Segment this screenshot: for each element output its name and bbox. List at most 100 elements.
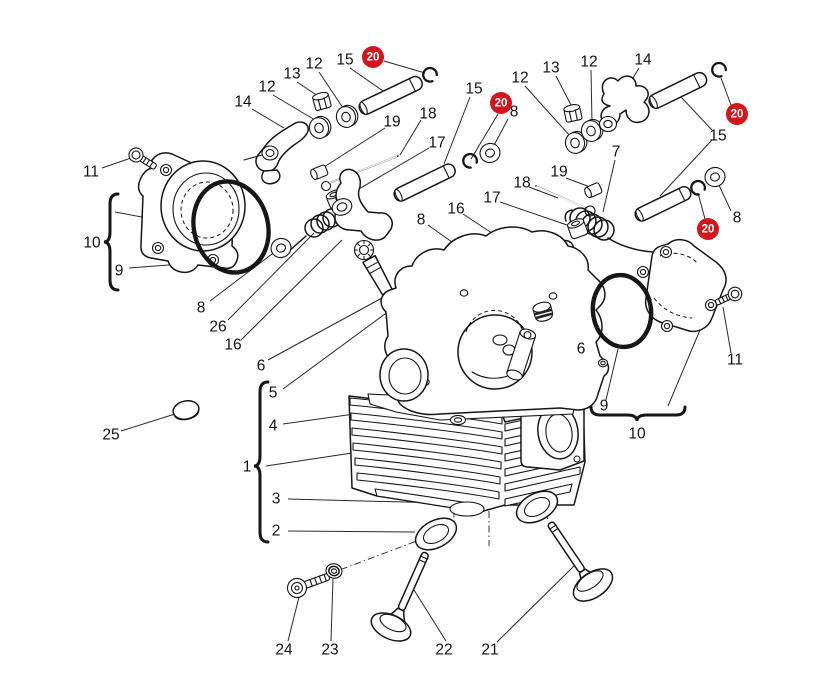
hairpin-rod-18-right: [535, 185, 596, 217]
part-number-12: 12: [511, 70, 528, 87]
part-number-24: 24: [275, 642, 293, 659]
leader-line-2: [287, 530, 416, 533]
leader-line-11: [101, 156, 135, 169]
part-number-12: 12: [305, 56, 322, 73]
leader-line-13: [296, 81, 319, 97]
leader-line-21: [496, 562, 578, 643]
part-number-12: 12: [258, 79, 275, 96]
part-number-14: 14: [634, 52, 652, 69]
hotspot-leader-line: [720, 77, 732, 106]
part-number-18: 18: [513, 175, 530, 192]
part-number-12: 12: [580, 54, 597, 71]
part-number-3: 3: [272, 491, 281, 508]
hotspot-badge-circle[interactable]: [362, 46, 384, 68]
leader-line-12: [590, 69, 593, 124]
leader-line-18: [399, 119, 422, 156]
part-number-10: 10: [628, 426, 646, 443]
hotspot-badge-20[interactable]: 20: [697, 218, 719, 240]
leader-line-9: [605, 348, 619, 401]
leader-line-24: [287, 596, 300, 642]
part-number-8: 8: [197, 300, 206, 317]
part-number-17: 17: [428, 135, 445, 152]
leader-line-22: [413, 589, 447, 642]
part-number-14: 14: [234, 94, 252, 111]
part-number-17: 17: [483, 190, 500, 207]
part-number-1: 1: [243, 459, 252, 476]
leader-line-15: [659, 139, 713, 197]
leader-line-23: [330, 578, 334, 642]
hotspot-badge-20[interactable]: 20: [362, 46, 384, 68]
hotspot-badges-layer: 20 20 20 20: [362, 46, 748, 240]
valve-22-face: [379, 613, 407, 633]
group-leader-line: [667, 329, 701, 407]
valve-21-face: [576, 570, 604, 592]
part-number-6: 6: [577, 341, 586, 358]
rocker-shaft-mid-right: [634, 185, 692, 222]
bearing-cover-left: [137, 152, 246, 274]
leader-line-15: [349, 67, 387, 94]
seal-ring-3: [515, 490, 559, 524]
bearing-cover-right: [636, 238, 727, 333]
part-number-16: 16: [224, 337, 241, 354]
part-number-19: 19: [383, 114, 400, 131]
part-number-16: 16: [447, 201, 464, 218]
leader-line-8: [209, 250, 277, 302]
part-number-22: 22: [435, 642, 452, 659]
pivot-17-right: [566, 218, 589, 240]
part-number-5: 5: [269, 385, 278, 402]
leader-line-12: [272, 94, 316, 121]
leader-line-12: [524, 85, 571, 137]
hotspot-badge-label: 20: [367, 52, 380, 64]
part-number-15: 15: [465, 81, 482, 98]
bolt-24: [286, 573, 330, 599]
camshaft-box-casting: [379, 226, 610, 416]
brace-group-10-left: [103, 192, 120, 292]
leader-line-19: [565, 177, 591, 188]
hotspot-leader-line: [470, 113, 499, 160]
hotspot-badge-circle[interactable]: [490, 92, 512, 114]
cover-screw-left: [128, 147, 157, 170]
leader-line-11: [722, 306, 732, 354]
hotspot-leader-line: [383, 60, 426, 74]
leader-line-13: [555, 75, 572, 106]
rocker-shaft-top-right: [648, 71, 708, 110]
head-stud-hole: [449, 414, 467, 426]
rocker-arm-top-left: [243, 121, 309, 185]
leader-line-12: [318, 71, 344, 109]
leader-line-18: [528, 186, 559, 199]
part-number-4: 4: [269, 418, 278, 435]
hotspot-badge-label: 20: [495, 98, 508, 110]
seal-ring-2: [414, 517, 458, 551]
brace-group-1: [253, 380, 270, 544]
rocker-arm-top-right: [598, 75, 650, 133]
leader-line-5: [282, 307, 394, 390]
hotspot-badge-label: 20: [702, 224, 715, 236]
part-number-8: 8: [510, 104, 519, 121]
leader-line-7: [602, 159, 616, 213]
hotspot-badge-circle[interactable]: [697, 218, 719, 240]
cover-screw-right: [714, 286, 743, 306]
leader-line-16: [240, 239, 343, 341]
leader-line-25: [120, 413, 176, 432]
leader-line-26: [227, 232, 315, 321]
brace-group-10-right: [589, 405, 687, 422]
hotspot-badge-20[interactable]: 20: [490, 92, 512, 114]
hotspot-badge-label: 20: [731, 109, 744, 121]
closing-rocker-16-left: [331, 168, 393, 241]
hotspot-badge-20[interactable]: 20: [726, 103, 748, 125]
part-number-6: 6: [257, 358, 266, 375]
leader-line-8: [717, 182, 732, 212]
part-number-26: 26: [209, 319, 226, 336]
part-number-2: 2: [272, 523, 281, 540]
part-number-25: 25: [102, 427, 119, 444]
leader-line-15: [680, 96, 713, 131]
hotspot-badge-circle[interactable]: [726, 103, 748, 125]
part-number-13: 13: [283, 66, 300, 83]
leader-line-14: [251, 108, 285, 129]
rocker-shaft-top-left: [358, 75, 423, 115]
o-ring-right: [590, 272, 654, 350]
part-number-8: 8: [417, 212, 426, 229]
leader-line-1: [265, 452, 353, 467]
